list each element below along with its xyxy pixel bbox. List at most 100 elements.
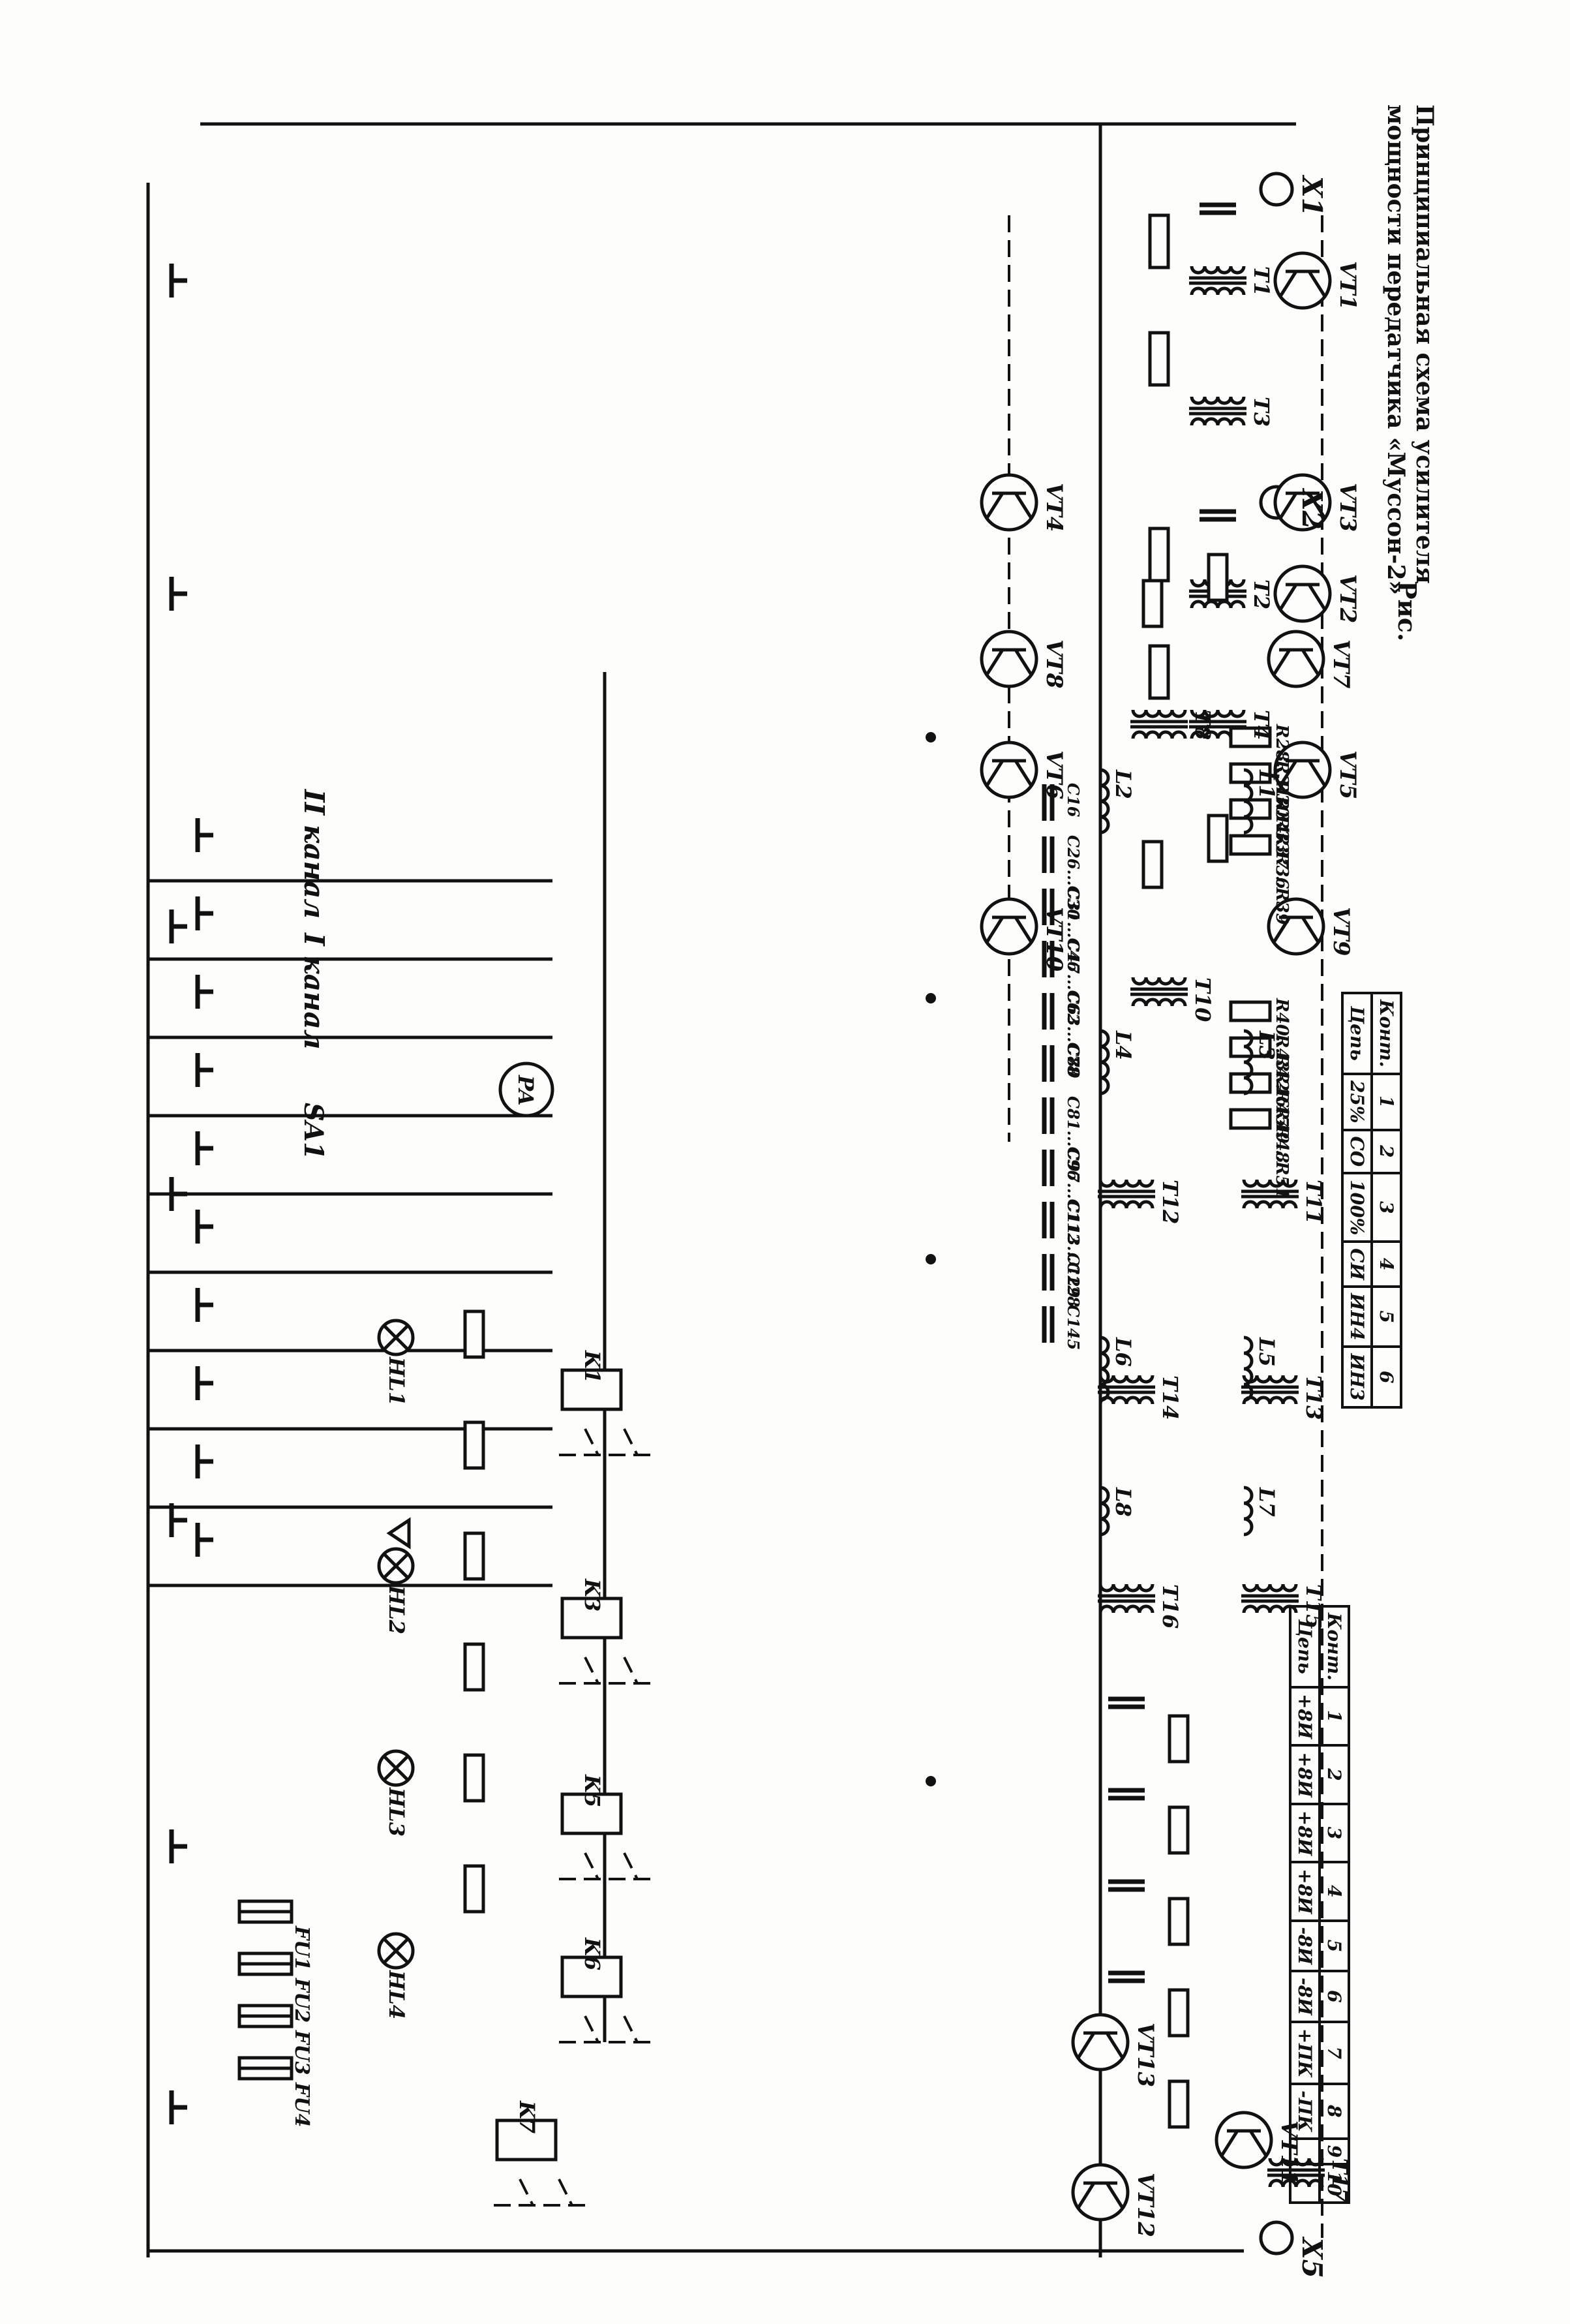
transformer-t15	[1242, 1583, 1298, 1613]
transistor-vt12-label: VT12	[1132, 2173, 1158, 2237]
resistor-output-4	[1168, 2079, 1190, 2129]
ground-5	[169, 1829, 187, 1863]
transistor-vt9	[1267, 897, 1325, 956]
capacitor-bank-label-8: C97...C112	[1064, 1148, 1083, 1244]
transformer-t12	[1098, 1179, 1155, 1209]
resistor-output-1	[1168, 1805, 1190, 1855]
relay-k7	[495, 2118, 558, 2162]
connector-x1-label: X1	[1296, 174, 1328, 217]
transistor-vt11-symbol	[1220, 2129, 1268, 2157]
resistor-r4	[1148, 527, 1170, 583]
figure-label-text: Рис.	[1393, 581, 1422, 642]
lamp-hl2-label: HL2	[384, 1585, 409, 1634]
caption-line-1: Принципиальная схема усилителя	[1411, 104, 1438, 584]
transistor-vt12-symbol	[1076, 2181, 1125, 2209]
transistor-vt7-label: VT7	[1328, 639, 1354, 689]
switch-contact-5	[195, 1210, 213, 1244]
inductor-l6-label: L6	[1111, 1337, 1136, 1367]
resistor-bank-3	[1229, 834, 1272, 856]
capacitor-bank-label-5: C79	[1064, 1044, 1083, 1078]
transformer-t13	[1242, 1375, 1298, 1405]
resistor-bank-4	[1229, 1000, 1272, 1022]
resistor-output-3	[1168, 1988, 1190, 2038]
ground-1	[169, 577, 187, 611]
transistor-vt6	[980, 741, 1038, 799]
x4-circuit-cell-3: 100%	[1342, 1173, 1372, 1242]
junction-dot	[926, 1776, 936, 1786]
capacitor-bank-label-10: C129	[1064, 1253, 1083, 1298]
relay-k6-contacts	[552, 2015, 650, 2043]
transistor-vt1-label: VT1	[1335, 261, 1361, 310]
resistor-r3	[1148, 331, 1170, 387]
transistor-vt1-symbol	[1278, 269, 1327, 298]
relay-k7-contacts	[487, 2179, 585, 2207]
transistor-vt13	[1071, 2013, 1130, 2072]
x3-header-cell-0: Конт.	[1320, 1606, 1349, 1687]
transistor-vt13-label: VT13	[1132, 2023, 1158, 2087]
capacitor-output-2	[1108, 1879, 1145, 1892]
inductor-l2	[1100, 768, 1110, 834]
relay-k6	[560, 1955, 623, 1998]
resistor-bank-label-6: R46...R48	[1272, 1069, 1291, 1163]
fuse-1-label: FU1	[290, 1925, 313, 1970]
x3-circuit-cell-3: +8И	[1290, 1803, 1320, 1863]
resistor-relay-0	[463, 1309, 485, 1359]
meter-pa	[498, 1062, 554, 1118]
transistor-vt10	[980, 897, 1038, 956]
switch-contact-6	[195, 1288, 213, 1322]
x4-header-cell-1: 1	[1372, 1073, 1401, 1130]
transistor-vt7-symbol	[1272, 648, 1320, 676]
transistor-vt11	[1215, 2111, 1273, 2169]
lamp-hl2-cross	[383, 1553, 409, 1579]
switch-contact-9	[195, 1523, 213, 1557]
transistor-vt6-label: VT6	[1041, 750, 1067, 799]
relay-k1	[560, 1368, 623, 1411]
transformer-t14	[1098, 1375, 1155, 1405]
switch-contact-0	[195, 818, 213, 852]
capacitor-bank-label-0: C16	[1064, 783, 1083, 818]
lamp-hl1-cross	[383, 1324, 409, 1351]
relay-k3	[560, 1597, 623, 1640]
transformer-t4-label: T4	[1249, 710, 1274, 740]
lamp-hl1-label: HL1	[384, 1356, 409, 1406]
capacitor-bank-4	[1042, 993, 1055, 1030]
switch-contact-3	[195, 1053, 213, 1087]
transistor-vt8-symbol	[985, 648, 1033, 676]
inductor-l2-label: L2	[1111, 769, 1136, 799]
junction-dot	[926, 1254, 936, 1264]
capacitor-bank-9	[1042, 1202, 1055, 1238]
junction-dot	[926, 993, 936, 1003]
channel-2-label: II канал	[298, 789, 330, 919]
transistor-vt7	[1267, 630, 1325, 688]
capacitor-bank-10	[1042, 1254, 1055, 1291]
resistor-output-0	[1168, 1714, 1190, 1764]
x3-header-cell-9: 9	[1320, 2138, 1349, 2165]
x4-circuit-cell-0: Цепь	[1342, 993, 1372, 1074]
fuse-2-label: FU2	[290, 1978, 313, 2023]
ground-0	[169, 264, 187, 298]
switch-sa1-label: SA1	[298, 1103, 329, 1160]
ground-4	[169, 1503, 187, 1537]
inductor-l5-label: L5	[1254, 1337, 1279, 1367]
resistor-r22	[1207, 553, 1229, 602]
transistor-vt9-label: VT9	[1328, 907, 1354, 956]
lamp-hl3-label: HL3	[384, 1787, 409, 1837]
relay-k3-contacts	[552, 1657, 650, 1685]
x3-header-cell-5: 5	[1320, 1920, 1349, 1972]
capacitor-bank-label-9: C113...C128	[1064, 1200, 1083, 1307]
transformer-t10-label: T10	[1190, 977, 1215, 1022]
x3-circuit-cell-6: -8И	[1290, 1971, 1320, 2022]
transistor-vt8	[980, 630, 1038, 688]
connector-x1	[1259, 172, 1294, 207]
transformer-t17-core	[1267, 2168, 1325, 2177]
transformer-t15-label: T15	[1301, 1584, 1326, 1628]
resistor-r23	[1141, 579, 1164, 628]
x3-circuit-cell-0: Цепь	[1290, 1606, 1320, 1687]
